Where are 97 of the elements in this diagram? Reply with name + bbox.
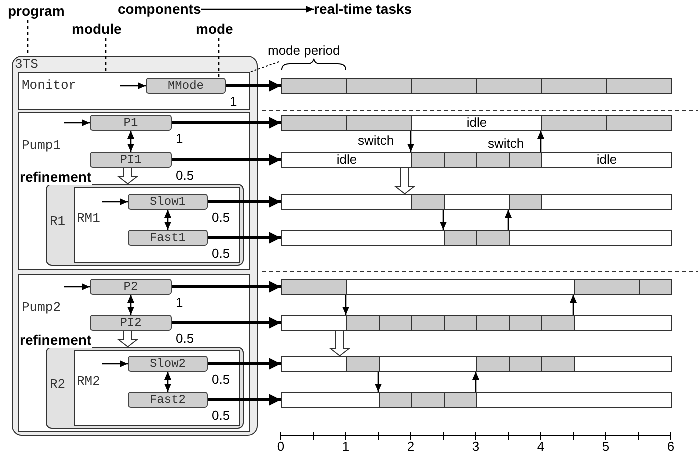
mode-box: Slow2 bbox=[128, 356, 208, 372]
axis-label: 1 bbox=[342, 440, 350, 453]
arrow bbox=[172, 317, 281, 329]
idle-label: idle bbox=[466, 116, 488, 130]
refinement-box bbox=[46, 347, 244, 429]
axis-label: 2 bbox=[407, 440, 415, 453]
leader-line bbox=[218, 38, 220, 78]
arrow bbox=[64, 120, 90, 126]
period-label: 1 bbox=[230, 95, 238, 109]
timeline-bar bbox=[281, 152, 672, 168]
leader-line bbox=[105, 38, 107, 72]
refinement-box bbox=[46, 184, 244, 266]
module-name: Pump1 bbox=[22, 139, 62, 153]
refinement-arrow bbox=[394, 168, 416, 195]
refinement-module-box bbox=[74, 187, 240, 263]
module-box bbox=[18, 112, 250, 270]
leader-line bbox=[27, 20, 29, 56]
term-label: program bbox=[8, 3, 65, 20]
arrow bbox=[208, 232, 281, 244]
axis-label: 3 bbox=[472, 440, 480, 453]
arrow bbox=[440, 210, 447, 230]
arrow bbox=[164, 210, 172, 230]
mode-box: P1 bbox=[90, 115, 172, 131]
arrow bbox=[208, 196, 281, 208]
refinement-module-box bbox=[74, 350, 240, 426]
module-name: RM2 bbox=[77, 375, 100, 389]
refinement-name: R2 bbox=[50, 378, 66, 392]
annotation-label: mode period bbox=[268, 44, 340, 58]
arrow bbox=[342, 295, 350, 315]
mode-box: Fast2 bbox=[128, 392, 208, 408]
timeline-bar bbox=[281, 279, 672, 295]
arrow bbox=[128, 295, 134, 315]
mode-box: PI2 bbox=[90, 315, 172, 331]
arrow bbox=[201, 6, 314, 13]
timeline-bar bbox=[281, 392, 672, 408]
arrow bbox=[128, 131, 134, 152]
edge-label: refinement bbox=[20, 170, 92, 185]
idle-label: idle bbox=[336, 153, 358, 167]
mode-box: P2 bbox=[90, 279, 172, 295]
period-label: 1 bbox=[176, 132, 184, 146]
arrow bbox=[208, 358, 281, 370]
refinement-arrow bbox=[118, 330, 138, 348]
term-label: module bbox=[72, 21, 122, 38]
period-label: 1 bbox=[176, 296, 184, 310]
arrow bbox=[505, 210, 512, 230]
arrow bbox=[102, 198, 128, 206]
edge-label: switch bbox=[358, 133, 394, 148]
period-label: 0.5 bbox=[212, 211, 230, 225]
arrow bbox=[226, 80, 281, 92]
arrow bbox=[570, 295, 577, 315]
arrow bbox=[102, 360, 128, 368]
arrow bbox=[120, 82, 146, 90]
arrow bbox=[172, 281, 281, 293]
axis-label: 6 bbox=[667, 440, 675, 453]
period-label: 0.5 bbox=[212, 373, 230, 387]
arrow bbox=[538, 131, 544, 152]
timeline-bar bbox=[281, 230, 672, 246]
arrow bbox=[172, 117, 281, 129]
mode-box: Fast1 bbox=[128, 230, 208, 246]
module-box bbox=[18, 72, 250, 110]
term-label: real-time tasks bbox=[314, 1, 412, 18]
arrow bbox=[164, 372, 172, 392]
arrow bbox=[375, 372, 382, 392]
timeline-bar bbox=[281, 194, 672, 210]
timeline-bar bbox=[281, 78, 672, 94]
edge-label: refinement bbox=[20, 333, 92, 348]
mode-box: MMode bbox=[146, 78, 226, 94]
timeline-bar bbox=[281, 315, 672, 331]
axis-label: 4 bbox=[537, 440, 545, 453]
axis-label: 0 bbox=[277, 440, 285, 453]
term-label: components bbox=[118, 1, 202, 18]
refinement-arrow bbox=[118, 168, 138, 185]
idle-label: idle bbox=[596, 153, 618, 167]
refinement-name: R1 bbox=[50, 215, 66, 229]
arrow bbox=[408, 131, 414, 152]
mode-box: PI1 bbox=[90, 152, 172, 168]
module-box bbox=[18, 274, 250, 432]
module-name: RM1 bbox=[77, 212, 100, 226]
axis-label: 5 bbox=[602, 440, 610, 453]
period-label: 0.5 bbox=[212, 247, 230, 261]
timeline-bar bbox=[281, 115, 672, 131]
program-box bbox=[12, 56, 258, 436]
timeline-bar bbox=[281, 356, 672, 372]
refinement-arrow bbox=[330, 330, 350, 357]
arrow bbox=[472, 372, 480, 392]
arrow bbox=[208, 394, 281, 406]
period-label: 0.5 bbox=[176, 332, 194, 346]
period-label: 0.5 bbox=[212, 409, 230, 423]
period-label: 0.5 bbox=[176, 169, 194, 183]
module-name: Monitor bbox=[22, 79, 77, 93]
arrow bbox=[64, 284, 90, 290]
term-label: mode bbox=[196, 21, 234, 38]
edge-label: switch bbox=[488, 136, 524, 151]
module-name: Pump2 bbox=[22, 301, 62, 315]
arrow bbox=[172, 154, 281, 166]
mode-box: Slow1 bbox=[128, 194, 208, 210]
program-name: 3TS bbox=[15, 58, 38, 72]
